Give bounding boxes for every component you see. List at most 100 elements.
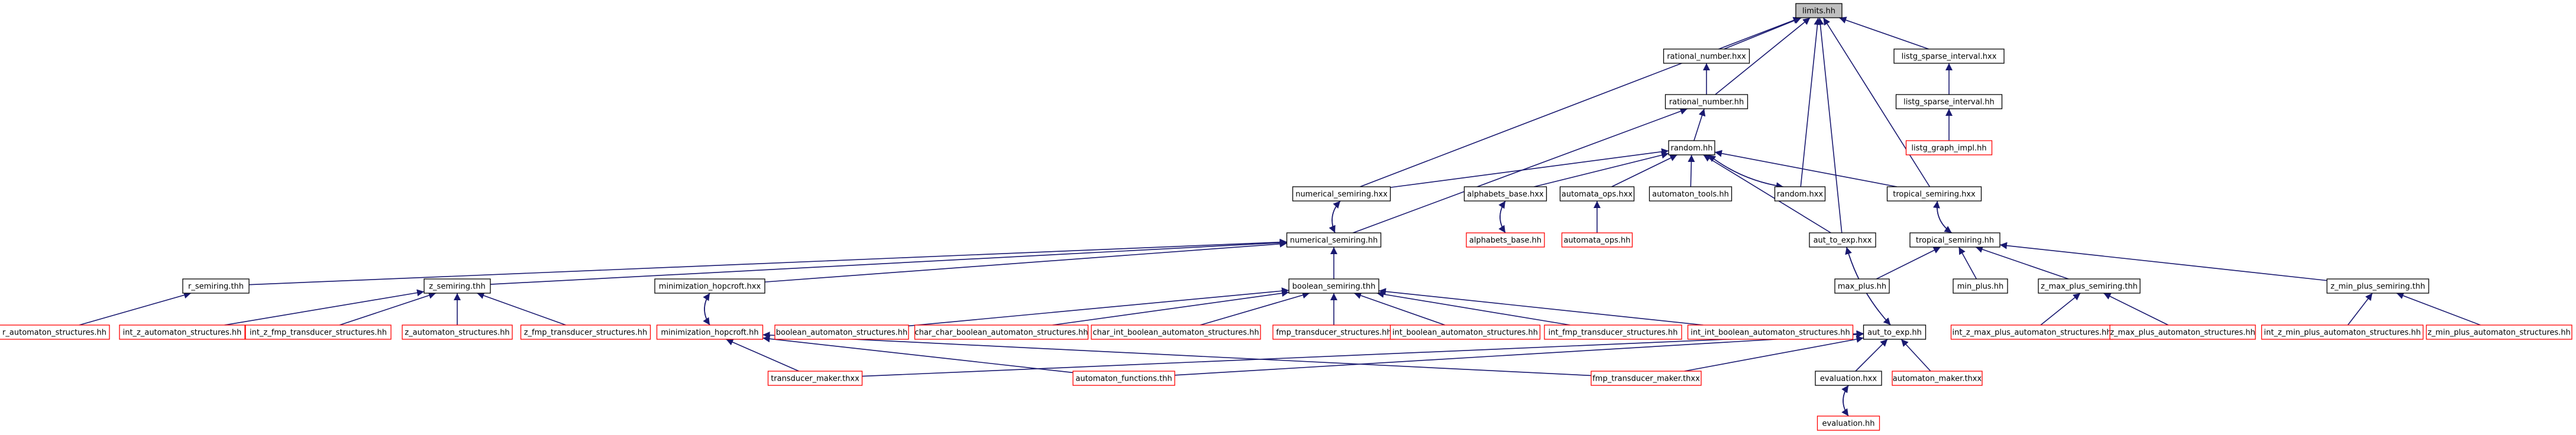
node-label: transducer_maker.thxx xyxy=(771,375,859,384)
node-label: random.hxx xyxy=(1777,190,1823,199)
node-box xyxy=(1892,371,1983,386)
node-tropical-semiring-hh[interactable]: tropical_semiring.hh xyxy=(1909,232,2000,248)
edge-random-hxx-to-random-hh xyxy=(1708,154,1783,187)
edge-evaluation-hxx-to-evaluation-hh xyxy=(1841,385,1849,417)
node-label: automata_ops.hxx xyxy=(1562,190,1633,199)
edge-aut-to-exp-hxx-to-limits-hh xyxy=(1817,17,1843,233)
node-box xyxy=(1561,232,1633,248)
node-z-min-plus-automaton-structures-hh[interactable]: z_min_plus_automaton_structures.hh xyxy=(2426,324,2572,340)
node-aut-to-exp-hh[interactable]: aut_to_exp.hh xyxy=(1863,324,1927,340)
node-minimization-hopcroft-hh[interactable]: minimization_hopcroft.hh xyxy=(656,324,764,340)
node-label: listg_sparse_interval.hxx xyxy=(1902,53,1997,61)
node-listg-graph-impl-hh[interactable]: listg_graph_impl.hh xyxy=(1905,140,1993,155)
node-z-fmp-transducer-structures-hh[interactable]: z_fmp_transducer_structures.hh xyxy=(520,324,651,340)
node-box xyxy=(1389,324,1541,340)
node-rational-number-hxx[interactable]: rational_number.hxx xyxy=(1663,48,1750,64)
node-box xyxy=(1895,94,2003,109)
edge-automaton-maker-thxx-to-aut-to-exp-hh xyxy=(1901,339,1931,372)
node-automaton-tools-hh[interactable]: automaton_tools.hh xyxy=(1649,186,1733,202)
edge-z-fmp-transducer-structures-hh-to-z-semiring-thh xyxy=(477,292,566,326)
edge-alphabets-base-hxx-to-alphabets-base-hh xyxy=(1498,200,1506,233)
node-rational-number-hh[interactable]: rational_number.hh xyxy=(1664,94,1748,109)
node-label: int_int_boolean_automaton_structures.hh xyxy=(1691,329,1850,337)
edge-tropical-semiring-hxx-to-tropical-semiring-hh xyxy=(1937,200,1953,233)
node-label: minimization_hopcroft.hh xyxy=(661,329,758,337)
node-numerical-semiring-hh[interactable]: numerical_semiring.hh xyxy=(1286,232,1382,248)
node-z-min-plus-semiring-thh[interactable]: z_min_plus_semiring.thh xyxy=(2326,278,2429,294)
node-numerical-semiring-hxx[interactable]: numerical_semiring.hxx xyxy=(1292,186,1391,202)
node-automaton-functions-thh[interactable]: automaton_functions.thh xyxy=(1072,371,1175,386)
node-label: limits.hh xyxy=(1802,7,1835,16)
node-label: z_fmp_transducer_structures.hh xyxy=(524,329,648,337)
edge-z-max-plus-semiring-thh-to-tropical-semiring-hh xyxy=(1975,246,2069,280)
node-alphabets-base-hh[interactable]: alphabets_base.hh xyxy=(1466,232,1545,248)
node-fmp-transducer-structures-hh[interactable]: fmp_transducer_structures.hh xyxy=(1272,324,1395,340)
node-z-max-plus-automaton-structures-hh[interactable]: z_max_plus_automaton_structures.hh xyxy=(2109,324,2256,340)
node-automata-ops-hh[interactable]: automata_ops.hh xyxy=(1561,232,1633,248)
node-int-z-min-plus-automaton-structures-hh[interactable]: int_z_min_plus_automaton_structures.hh xyxy=(2261,324,2424,340)
node-box xyxy=(1292,186,1391,202)
node-r-automaton-structures-hh[interactable]: r_automaton_structures.hh xyxy=(0,324,110,340)
node-label: int_boolean_automaton_structures.hh xyxy=(1392,329,1538,337)
node-box xyxy=(1795,3,1843,18)
node-int-z-automaton-structures-hh[interactable]: int_z_automaton_structures.hh xyxy=(119,324,245,340)
node-int-fmp-transducer-structures-hh[interactable]: int_fmp_transducer_structures.hh xyxy=(1544,324,1682,340)
node-evaluation-hxx[interactable]: evaluation.hxx xyxy=(1815,371,1882,386)
node-label: automata_ops.hh xyxy=(1563,236,1630,245)
node-label: z_automaton_structures.hh xyxy=(405,329,509,337)
node-random-hh[interactable]: random.hh xyxy=(1668,140,1715,155)
node-box xyxy=(1288,278,1379,294)
node-z-max-plus-semiring-thh[interactable]: z_max_plus_semiring.thh xyxy=(2038,278,2141,294)
node-box xyxy=(2038,278,2141,294)
node-evaluation-hh[interactable]: evaluation.hh xyxy=(1817,415,1880,431)
node-random-hxx[interactable]: random.hxx xyxy=(1774,186,1826,202)
node-z-semiring-thh[interactable]: z_semiring.thh xyxy=(424,278,491,294)
node-boolean-semiring-thh[interactable]: boolean_semiring.thh xyxy=(1288,278,1379,294)
node-tropical-semiring-hxx[interactable]: tropical_semiring.hxx xyxy=(1886,186,1982,202)
node-label: int_z_max_plus_automaton_structures.hh xyxy=(1952,329,2111,337)
node-label: z_max_plus_semiring.thh xyxy=(2041,283,2138,291)
edge-automata-ops-hxx-to-random-hh xyxy=(1611,154,1678,187)
node-aut-to-exp-hxx[interactable]: aut_to_exp.hxx xyxy=(1809,232,1876,248)
node-z-automaton-structures-hh[interactable]: z_automaton_structures.hh xyxy=(402,324,513,340)
node-listg-sparse-interval-hh[interactable]: listg_sparse_interval.hh xyxy=(1895,94,2003,109)
node-box xyxy=(774,324,909,340)
node-automaton-maker-thxx[interactable]: automaton_maker.thxx xyxy=(1892,371,1983,386)
node-label: r_semiring.thh xyxy=(188,283,244,291)
node-label: evaluation.hh xyxy=(1822,420,1875,428)
node-int-int-boolean-automaton-structures-hh[interactable]: int_int_boolean_automaton_structures.hh xyxy=(1687,324,1854,340)
edge-tropical-semiring-hxx-to-limits-hh xyxy=(1822,17,1931,187)
node-boolean-automaton-structures-hh[interactable]: boolean_automaton_structures.hh xyxy=(774,324,909,340)
node-label: int_fmp_transducer_structures.hh xyxy=(1549,329,1678,337)
node-char-char-boolean-automaton-structures-hh[interactable]: char_char_boolean_automaton_structures.h… xyxy=(914,324,1089,340)
node-max-plus-hh[interactable]: max_plus.hh xyxy=(1834,278,1890,294)
node-listg-sparse-interval-hxx[interactable]: listg_sparse_interval.hxx xyxy=(1893,48,2005,64)
node-automata-ops-hxx[interactable]: automata_ops.hxx xyxy=(1559,186,1635,202)
edge-int-z-max-plus-automaton-structures-hh-to-z-max-plus-semiring-thh xyxy=(2040,293,2081,326)
node-transducer-maker-thxx[interactable]: transducer_maker.thxx xyxy=(767,371,863,386)
node-int-z-fmp-transducer-structures-hh[interactable]: int_z_fmp_transducer_structures.hh xyxy=(245,324,392,340)
node-label: rational_number.hxx xyxy=(1667,53,1746,61)
node-limits-hh[interactable]: limits.hh xyxy=(1795,3,1843,18)
node-label: rational_number.hh xyxy=(1669,98,1744,107)
node-box xyxy=(1863,324,1927,340)
edge-fmp-transducer-maker-thxx-to-minimization-hopcroft-hh xyxy=(762,332,1592,376)
node-box xyxy=(1905,140,1993,155)
edges-layer xyxy=(79,17,2481,417)
edge-alphabets-base-hxx-to-random-hh xyxy=(1534,151,1669,187)
edge-fmp-transducer-maker-thxx-to-aut-to-exp-hh xyxy=(1684,336,1864,372)
node-fmp-transducer-maker-thxx[interactable]: fmp_transducer_maker.thxx xyxy=(1591,371,1702,386)
node-minimization-hopcroft-hxx[interactable]: minimization_hopcroft.hxx xyxy=(654,278,765,294)
node-box xyxy=(1649,186,1733,202)
node-min-plus-hh[interactable]: min_plus.hh xyxy=(1953,278,2008,294)
edge-transducer-maker-thxx-to-aut-to-exp-hh xyxy=(862,330,1864,377)
node-int-z-max-plus-automaton-structures-hh[interactable]: int_z_max_plus_automaton_structures.hh xyxy=(1950,324,2113,340)
node-label: aut_to_exp.hxx xyxy=(1814,236,1872,245)
node-label: int_z_min_plus_automaton_structures.hh xyxy=(2264,329,2420,337)
node-char-int-boolean-automaton-structures-hh[interactable]: char_int_boolean_automaton_structures.hh xyxy=(1091,324,1261,340)
node-label: boolean_automaton_structures.hh xyxy=(776,329,908,337)
node-int-boolean-automaton-structures-hh[interactable]: int_boolean_automaton_structures.hh xyxy=(1389,324,1541,340)
node-r-semiring-thh[interactable]: r_semiring.thh xyxy=(182,278,250,294)
node-alphabets-base-hxx[interactable]: alphabets_base.hxx xyxy=(1463,186,1547,202)
edge-z-min-plus-semiring-thh-to-tropical-semiring-hh xyxy=(1999,242,2328,281)
